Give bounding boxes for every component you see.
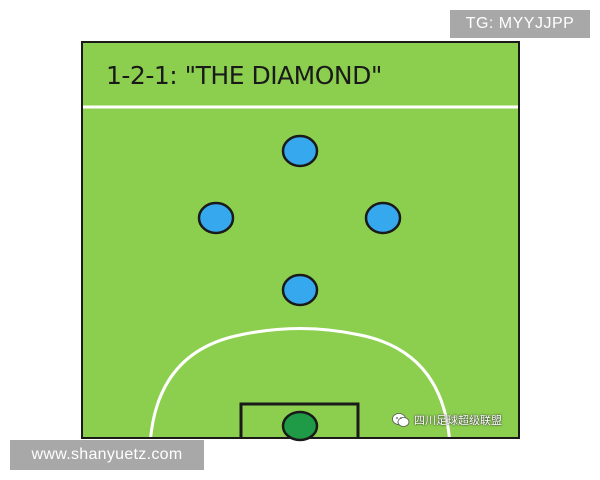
left-player	[197, 201, 235, 235]
watermark-top-right: TG: MYYJJPP	[450, 10, 590, 38]
watermark-bottom-left: www.shanyuetz.com	[10, 440, 204, 470]
wechat-label: 四川足球超级联盟	[414, 414, 502, 427]
penalty-arc	[149, 327, 451, 438]
wechat-source-tag: 四川足球超级联盟	[392, 410, 502, 430]
bottom-player	[281, 273, 319, 307]
diagram-title: 1-2-1: "THE DIAMOND"	[106, 61, 382, 90]
pitch	[82, 42, 519, 438]
top-player	[281, 134, 319, 168]
wechat-icon	[392, 413, 410, 427]
right-player	[364, 201, 402, 235]
goal-box	[239, 402, 360, 438]
goalkeeper	[281, 410, 319, 442]
